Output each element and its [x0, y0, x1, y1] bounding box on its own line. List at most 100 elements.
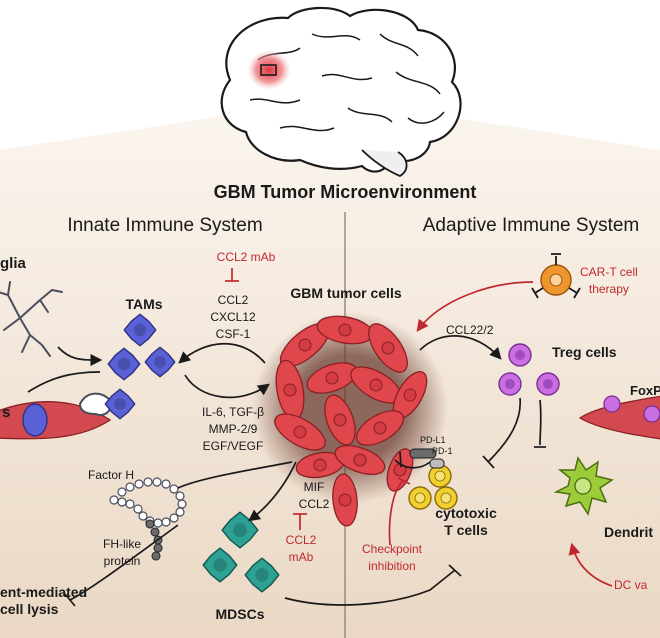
tumor-cell	[274, 413, 326, 451]
factor-h-bead	[153, 518, 163, 528]
factor-h-bead	[134, 479, 144, 489]
pd-inhibit-arc	[394, 459, 431, 469]
factor-h-bead	[125, 482, 135, 492]
foxp3-label: FoxP	[630, 383, 660, 398]
treg-cluster	[498, 343, 560, 396]
inhibit-bar-complement	[64, 593, 76, 607]
factor-h-bead	[175, 491, 185, 501]
inhibit-checkpoint	[388, 479, 405, 546]
factor-h-bead	[175, 507, 185, 517]
tumor-cell	[350, 366, 402, 404]
treg-cell	[508, 343, 532, 367]
dendritic-label: Dendrit	[604, 524, 653, 540]
tumor-cell	[334, 444, 386, 476]
ccl2-mab-mdsc-label: CCL2 mAb	[285, 533, 317, 564]
microglia-label: glia	[0, 255, 26, 272]
tumor-cell	[368, 323, 408, 373]
tam-outbound-factors: IL-6, TGF-β MMP-2/9 EGF/VEGF	[201, 405, 265, 453]
foxp3-cell-icon	[643, 405, 660, 423]
monocyte-icon	[22, 403, 48, 437]
section-label-innate: Innate Immune System	[67, 215, 263, 236]
factor-h-bead	[133, 504, 143, 514]
pdl1-label: PD-L1	[420, 435, 446, 445]
tumor-cell	[275, 359, 305, 421]
arrow-monocyte-to-tams	[27, 371, 101, 393]
factor-h-bead	[109, 495, 119, 505]
factor-h-chain	[109, 477, 187, 528]
mdsc-cell	[244, 557, 280, 593]
factor-h-bead	[117, 497, 127, 507]
cytotoxic-tcell-cluster	[408, 464, 458, 510]
page-title: GBM Tumor Microenvironment	[213, 182, 477, 202]
blood-vessel-right	[578, 395, 660, 440]
tcell	[408, 486, 432, 510]
tumor-cell-cluster	[274, 315, 428, 527]
therapy-arrows	[225, 268, 613, 587]
factor-h-bead	[169, 513, 179, 523]
pd1-label: PD-1	[432, 446, 453, 456]
arrow-tumor-to-factorh	[177, 461, 293, 489]
arrow-tumor-to-tams	[178, 342, 266, 364]
tam-inbound-factors: CCL2 CXCL12 CSF-1	[210, 293, 256, 341]
treg-label: Treg cells	[552, 344, 617, 360]
tams-label: TAMs	[125, 296, 163, 312]
factor-h-bead	[161, 517, 171, 527]
tam-cell	[107, 347, 141, 381]
tumor-cell	[392, 371, 428, 419]
factor-h-bead	[143, 477, 153, 487]
factor-h-label: Factor H	[88, 468, 135, 482]
factor-h-bead	[161, 479, 171, 489]
section-label-adaptive: Adaptive Immune System	[422, 215, 640, 236]
factor-h-bead	[125, 499, 135, 509]
treg-cell	[498, 372, 522, 396]
arrow-tumor-to-mdsc	[248, 461, 297, 522]
tam-cell	[123, 313, 157, 347]
monocyte-label: s	[2, 404, 11, 421]
arrow-tams-to-tumor	[184, 374, 270, 399]
fh-like-bead	[145, 519, 155, 529]
factor-h-bead	[152, 477, 162, 487]
factor-h-bead	[117, 487, 127, 497]
tumor-cell	[324, 394, 356, 446]
pd-receptor-icon	[409, 448, 445, 469]
dendritic-cell-icon	[553, 456, 614, 516]
inhibit-complement	[69, 524, 179, 601]
arrow-car-t-to-tumor	[416, 281, 534, 332]
factor-h-bead	[169, 484, 179, 494]
tcell	[434, 486, 458, 510]
mdsc-cell	[202, 547, 238, 583]
factor-h-bead	[177, 499, 187, 509]
inhibit-treg-to-tcell	[487, 397, 522, 463]
interaction-arrows	[27, 335, 546, 607]
inhibit-treg-to-dc	[539, 399, 542, 446]
treg-cell	[536, 372, 560, 396]
ccl2-mab-top-label: CCL2 mAb	[216, 250, 276, 264]
microglia-icon	[0, 281, 63, 357]
tumor-cell	[332, 473, 358, 527]
tam-cell	[144, 346, 176, 378]
fh-like-chain	[145, 519, 163, 561]
fh-like-label: FH-like protein	[103, 537, 141, 568]
tam-cell	[104, 388, 136, 420]
fh-like-bead	[151, 551, 161, 561]
arrow-tumor-to-treg	[419, 335, 502, 360]
arrow-microglia-to-tams	[57, 346, 103, 366]
tumor-cell	[355, 410, 405, 446]
brain-icon	[220, 6, 462, 178]
foxp3-cell-icon	[603, 395, 621, 413]
arrow-dc-vaccine	[568, 542, 613, 587]
checkpoint-inhibition-label: Checkpoint inhibition	[361, 542, 423, 573]
tumor-cell	[386, 448, 414, 492]
ccl22-label: CCL22/2	[446, 323, 494, 337]
tam-cluster	[104, 313, 176, 420]
extravasating-cell-icon	[78, 392, 112, 416]
inhibit-mdsc-to-tcell	[284, 569, 456, 606]
tumor-label: GBM tumor cells	[290, 285, 402, 301]
fh-like-bead	[153, 543, 163, 553]
factor-h-bead	[138, 511, 148, 521]
car-t-label: CAR-T cell therapy	[580, 265, 638, 296]
mdsc-label: MDSCs	[215, 606, 265, 622]
cytotoxic-tcell-label: cytotoxic T cells	[435, 505, 497, 538]
